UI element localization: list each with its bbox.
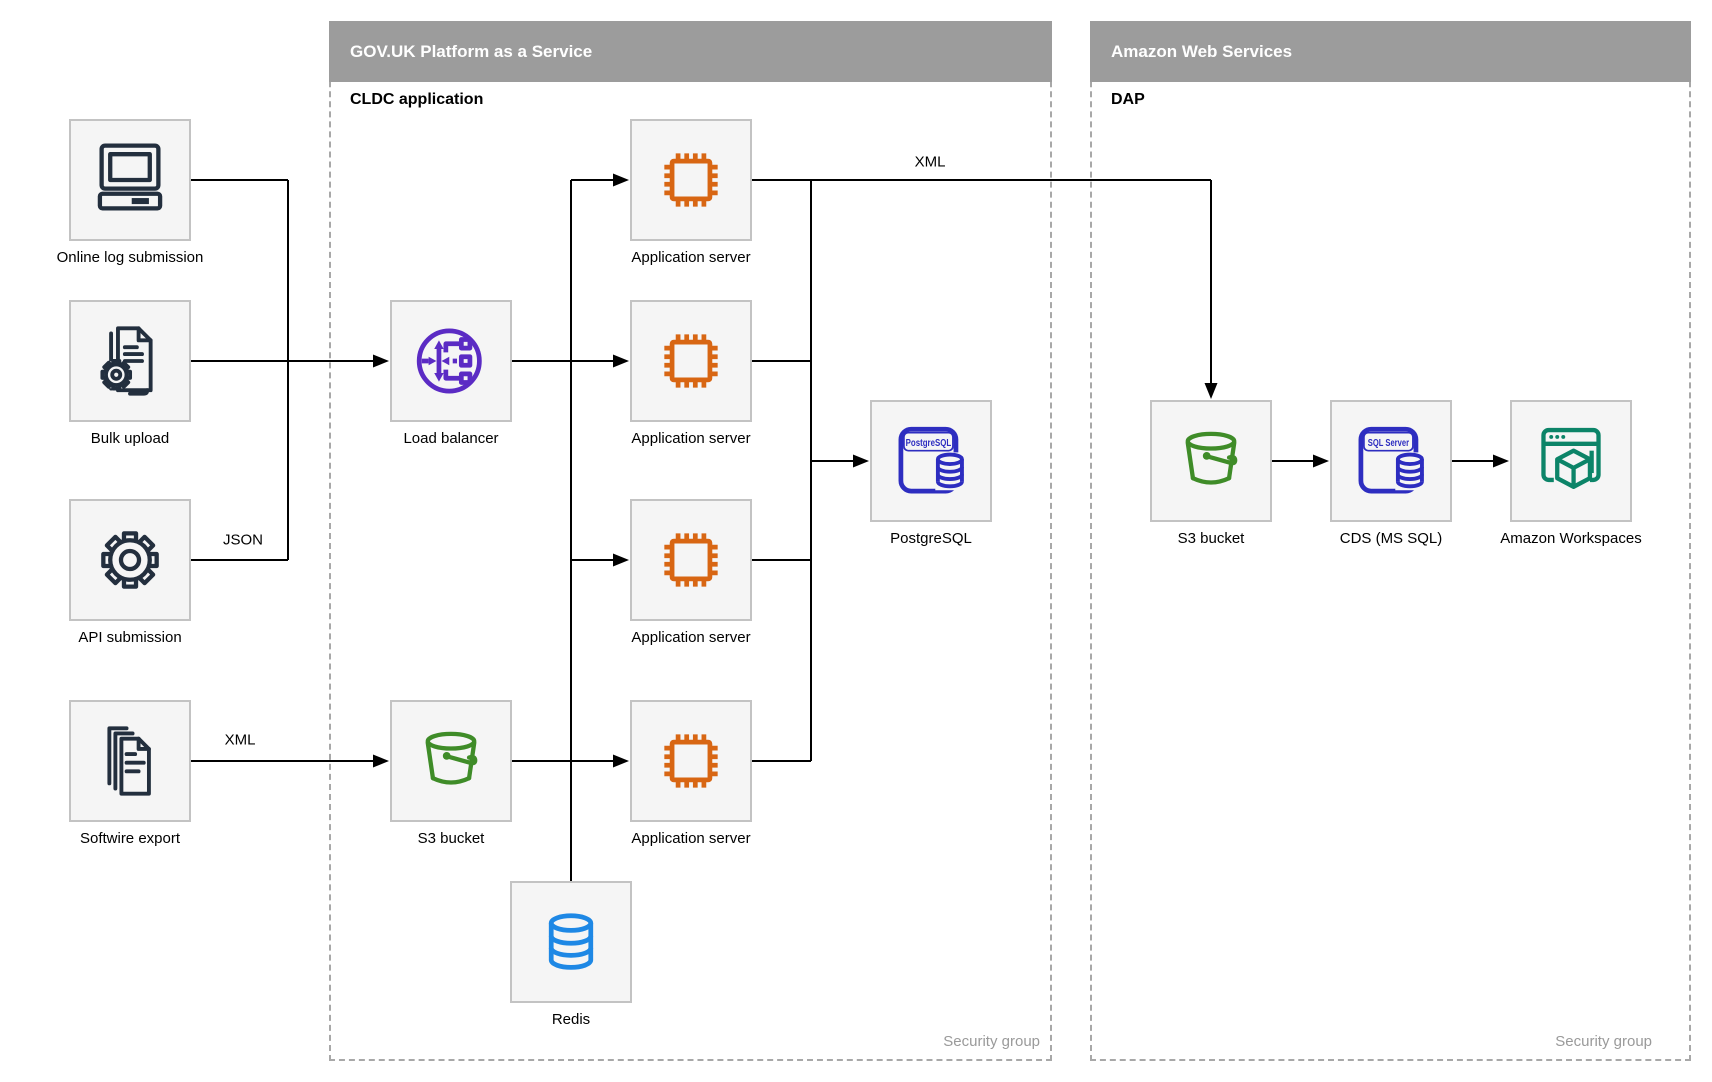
- chip-icon: [664, 734, 718, 788]
- sql-server-icon-text: SQL Server: [1368, 438, 1409, 449]
- postgresql-database-icon: PostgreSQL: [898, 426, 967, 494]
- gear-icon: [101, 531, 159, 589]
- container-govuk-paas: GOV.UK Platform as a Service CLDC applic…: [329, 21, 1052, 1061]
- edge-label-json: JSON: [222, 531, 264, 549]
- arrowheads: [373, 173, 1509, 768]
- node-label: Application server: [631, 830, 751, 847]
- node-bulk-upload: [69, 300, 191, 422]
- chip-icon: [664, 533, 718, 587]
- document-gear-icon: [100, 326, 153, 396]
- container-govuk-paas-footer: Security group: [943, 1033, 1040, 1050]
- container-govuk-paas-subtitle: CLDC application: [350, 91, 484, 108]
- node-label: CDS (MS SQL): [1339, 530, 1443, 547]
- sql-server-database-icon: SQL Server: [1358, 426, 1427, 494]
- node-postgresql: PostgreSQL: [870, 400, 992, 522]
- workspaces-icon: [1541, 427, 1601, 494]
- node-s3-bucket-aws: [1150, 400, 1272, 522]
- desktop-computer-icon: [97, 143, 163, 211]
- node-label: S3 bucket: [1177, 530, 1245, 547]
- chip-icon: [664, 334, 718, 388]
- edge-label-xml-softwire: XML: [224, 731, 256, 749]
- postgresql-icon-text: PostgreSQL: [906, 438, 952, 449]
- node-label: API submission: [78, 629, 182, 646]
- node-label: Load balancer: [403, 430, 499, 447]
- documents-stack-icon: [107, 726, 151, 796]
- node-label: Online log submission: [56, 249, 204, 266]
- node-application-server-2: [630, 300, 752, 422]
- s3-bucket-icon: [425, 731, 478, 785]
- node-label: Redis: [551, 1011, 591, 1028]
- redis-cache-icon: [548, 913, 594, 970]
- container-aws-footer: Security group: [1555, 1033, 1652, 1050]
- node-application-server-1: [630, 119, 752, 241]
- node-redis: [510, 881, 632, 1003]
- node-api-submission: [69, 499, 191, 621]
- node-online-log-submission: [69, 119, 191, 241]
- edge-label-xml-app: XML: [914, 153, 946, 171]
- node-label: Application server: [631, 430, 751, 447]
- node-application-server-4: [630, 700, 752, 822]
- container-aws-subtitle: DAP: [1111, 91, 1145, 108]
- node-label: Softwire export: [79, 830, 181, 847]
- node-label: Bulk upload: [90, 430, 170, 447]
- node-cds-ms-sql: SQL Server: [1330, 400, 1452, 522]
- node-softwire-export: [69, 700, 191, 822]
- node-label: Application server: [631, 629, 751, 646]
- node-s3-bucket-paas: [390, 700, 512, 822]
- s3-bucket-icon: [1185, 431, 1238, 485]
- node-label: PostgreSQL: [890, 530, 972, 547]
- node-label: S3 bucket: [417, 830, 485, 847]
- container-govuk-paas-titlebar: GOV.UK Platform as a Service: [329, 21, 1052, 82]
- load-balancer-icon: [416, 328, 482, 394]
- node-amazon-workspaces: [1510, 400, 1632, 522]
- node-label: Application server: [631, 249, 751, 266]
- chip-icon: [664, 153, 718, 207]
- container-aws-titlebar: Amazon Web Services: [1090, 21, 1691, 82]
- node-load-balancer: [390, 300, 512, 422]
- node-label: Amazon Workspaces: [1500, 530, 1642, 547]
- container-aws: Amazon Web Services DAP Security group: [1090, 21, 1691, 1061]
- node-application-server-3: [630, 499, 752, 621]
